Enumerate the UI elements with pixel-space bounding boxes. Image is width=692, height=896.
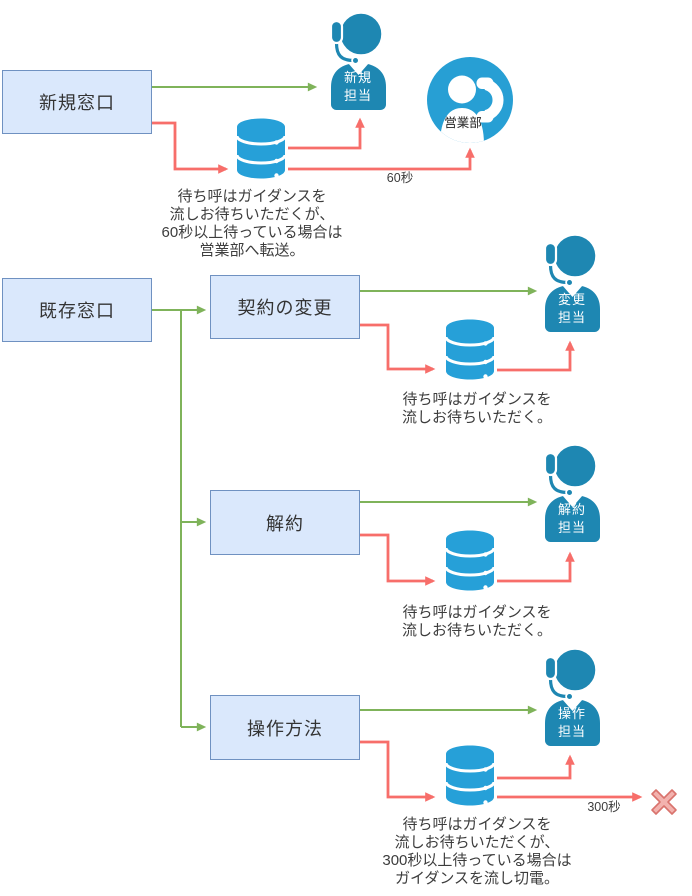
note-line: 流しお待ちいただくが、 [169, 206, 335, 223]
agent-change-label: 変更担当 [557, 292, 586, 325]
note-change-queue: 待ち呼はガイダンスを 流しお待ちいただく。 [377, 391, 577, 427]
note-operation-queue: 待ち呼はガイダンスを 流しお待ちいただくが、 300秒以上待っている場合は ガイ… [367, 816, 587, 888]
note-line: 60秒以上待っている場合は [161, 224, 343, 241]
note-line: 待ち呼はガイダンスを [402, 391, 552, 408]
node-contract-change: 契約の変更 [210, 275, 360, 339]
note-line: 待ち呼はガイダンスを [177, 188, 327, 205]
sales-dept-label: 営業部 [444, 116, 482, 130]
agent-new-label: 新規担当 [343, 70, 372, 103]
note-line: 待ち呼はガイダンスを [402, 604, 552, 621]
agent-cancel-label: 解約担当 [557, 502, 586, 535]
node-cancellation: 解約 [210, 490, 360, 555]
call-end-x-icon [646, 784, 682, 825]
headset-agent-icon [541, 645, 603, 754]
note-line: 流しお待ちいただく。 [401, 409, 552, 426]
node-operation-method: 操作方法 [210, 695, 360, 760]
note-new-queue: 待ち呼はガイダンスを 流しお待ちいただくが、 60秒以上待っている場合は 営業部… [152, 188, 352, 260]
headset-agent-icon [541, 231, 603, 340]
queue-database-icon [235, 117, 287, 185]
note-line: ガイダンスを流し切電。 [394, 870, 560, 887]
edge-label-60s: 60秒 [386, 171, 414, 185]
queue-database-icon [444, 744, 496, 812]
agent-operation-label: 操作担当 [557, 706, 586, 739]
note-line: 流しお待ちいただくが、 [394, 834, 560, 851]
headset-agent-icon [327, 9, 389, 118]
note-line: 流しお待ちいただく。 [401, 622, 552, 639]
note-line: 300秒以上待っている場合は [382, 852, 572, 869]
edge-label-300s: 300秒 [587, 800, 621, 814]
queue-database-icon [444, 529, 496, 597]
note-line: 待ち呼はガイダンスを [402, 816, 552, 833]
node-new-window: 新規窓口 [2, 70, 152, 134]
note-cancel-queue: 待ち呼はガイダンスを 流しお待ちいただく。 [377, 604, 577, 640]
headset-agent-icon [541, 441, 603, 550]
note-line: 営業部へ転送。 [199, 242, 305, 259]
sales-dept-phone-icon [427, 57, 513, 148]
queue-database-icon [444, 318, 496, 386]
node-existing-window: 既存窓口 [2, 278, 152, 342]
